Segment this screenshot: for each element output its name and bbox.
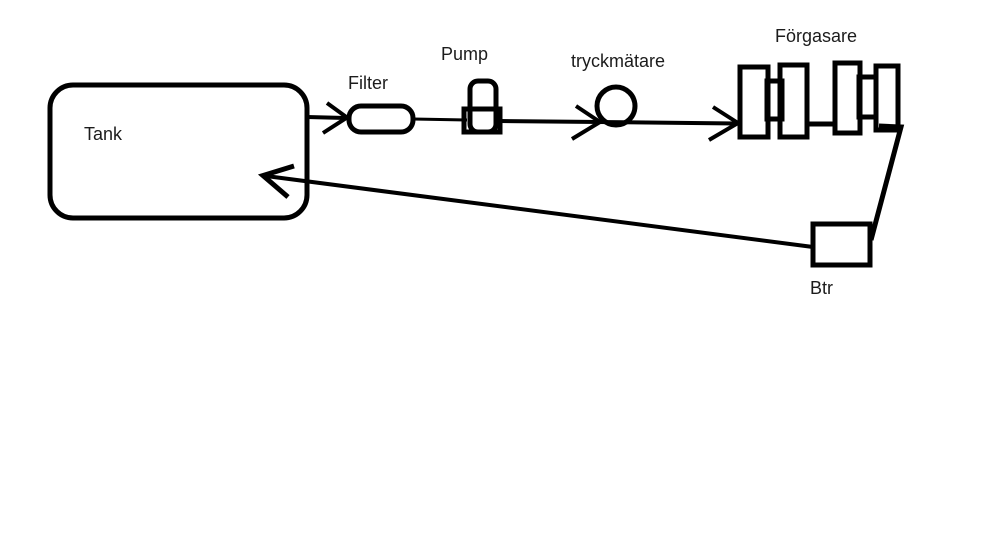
pump-label: Pump [441,44,488,64]
pipe-filter-to-pump [412,117,468,122]
pipe-pump-to-gauge [499,119,601,124]
pipe-tank-to-filter [306,115,347,120]
pump-base-shape [461,106,503,135]
tank-shape [47,82,310,221]
carburetor-label: Förgasare [775,26,857,46]
pipe-gauge-to-carburetor [597,120,738,126]
filter-node: Filter [346,73,416,135]
arrowhead-into-tank [257,163,295,199]
pressure-gauge-label: tryckmätare [571,51,665,71]
pressure-gauge-shape [594,84,638,128]
battery-shape [810,221,873,268]
carburetor-segment-2 [777,62,810,140]
carburetor-segment-1 [737,64,771,140]
tank-label: Tank [84,124,123,144]
filter-label: Filter [348,73,388,93]
pipe-carburetor-to-battery [868,123,905,241]
carburetor-segment-4 [873,63,901,133]
battery-label: Btr [810,278,833,298]
pump-node: Pump [441,44,503,135]
tank-node: Tank [47,82,310,221]
filter-shape [346,103,416,135]
carburetor-segment-3 [832,60,863,136]
carburetor-node: Förgasare [737,26,901,140]
battery-node: Btr [810,221,873,298]
pressure-gauge-node: tryckmätare [571,51,665,128]
pipe-battery-to-tank [265,174,814,249]
